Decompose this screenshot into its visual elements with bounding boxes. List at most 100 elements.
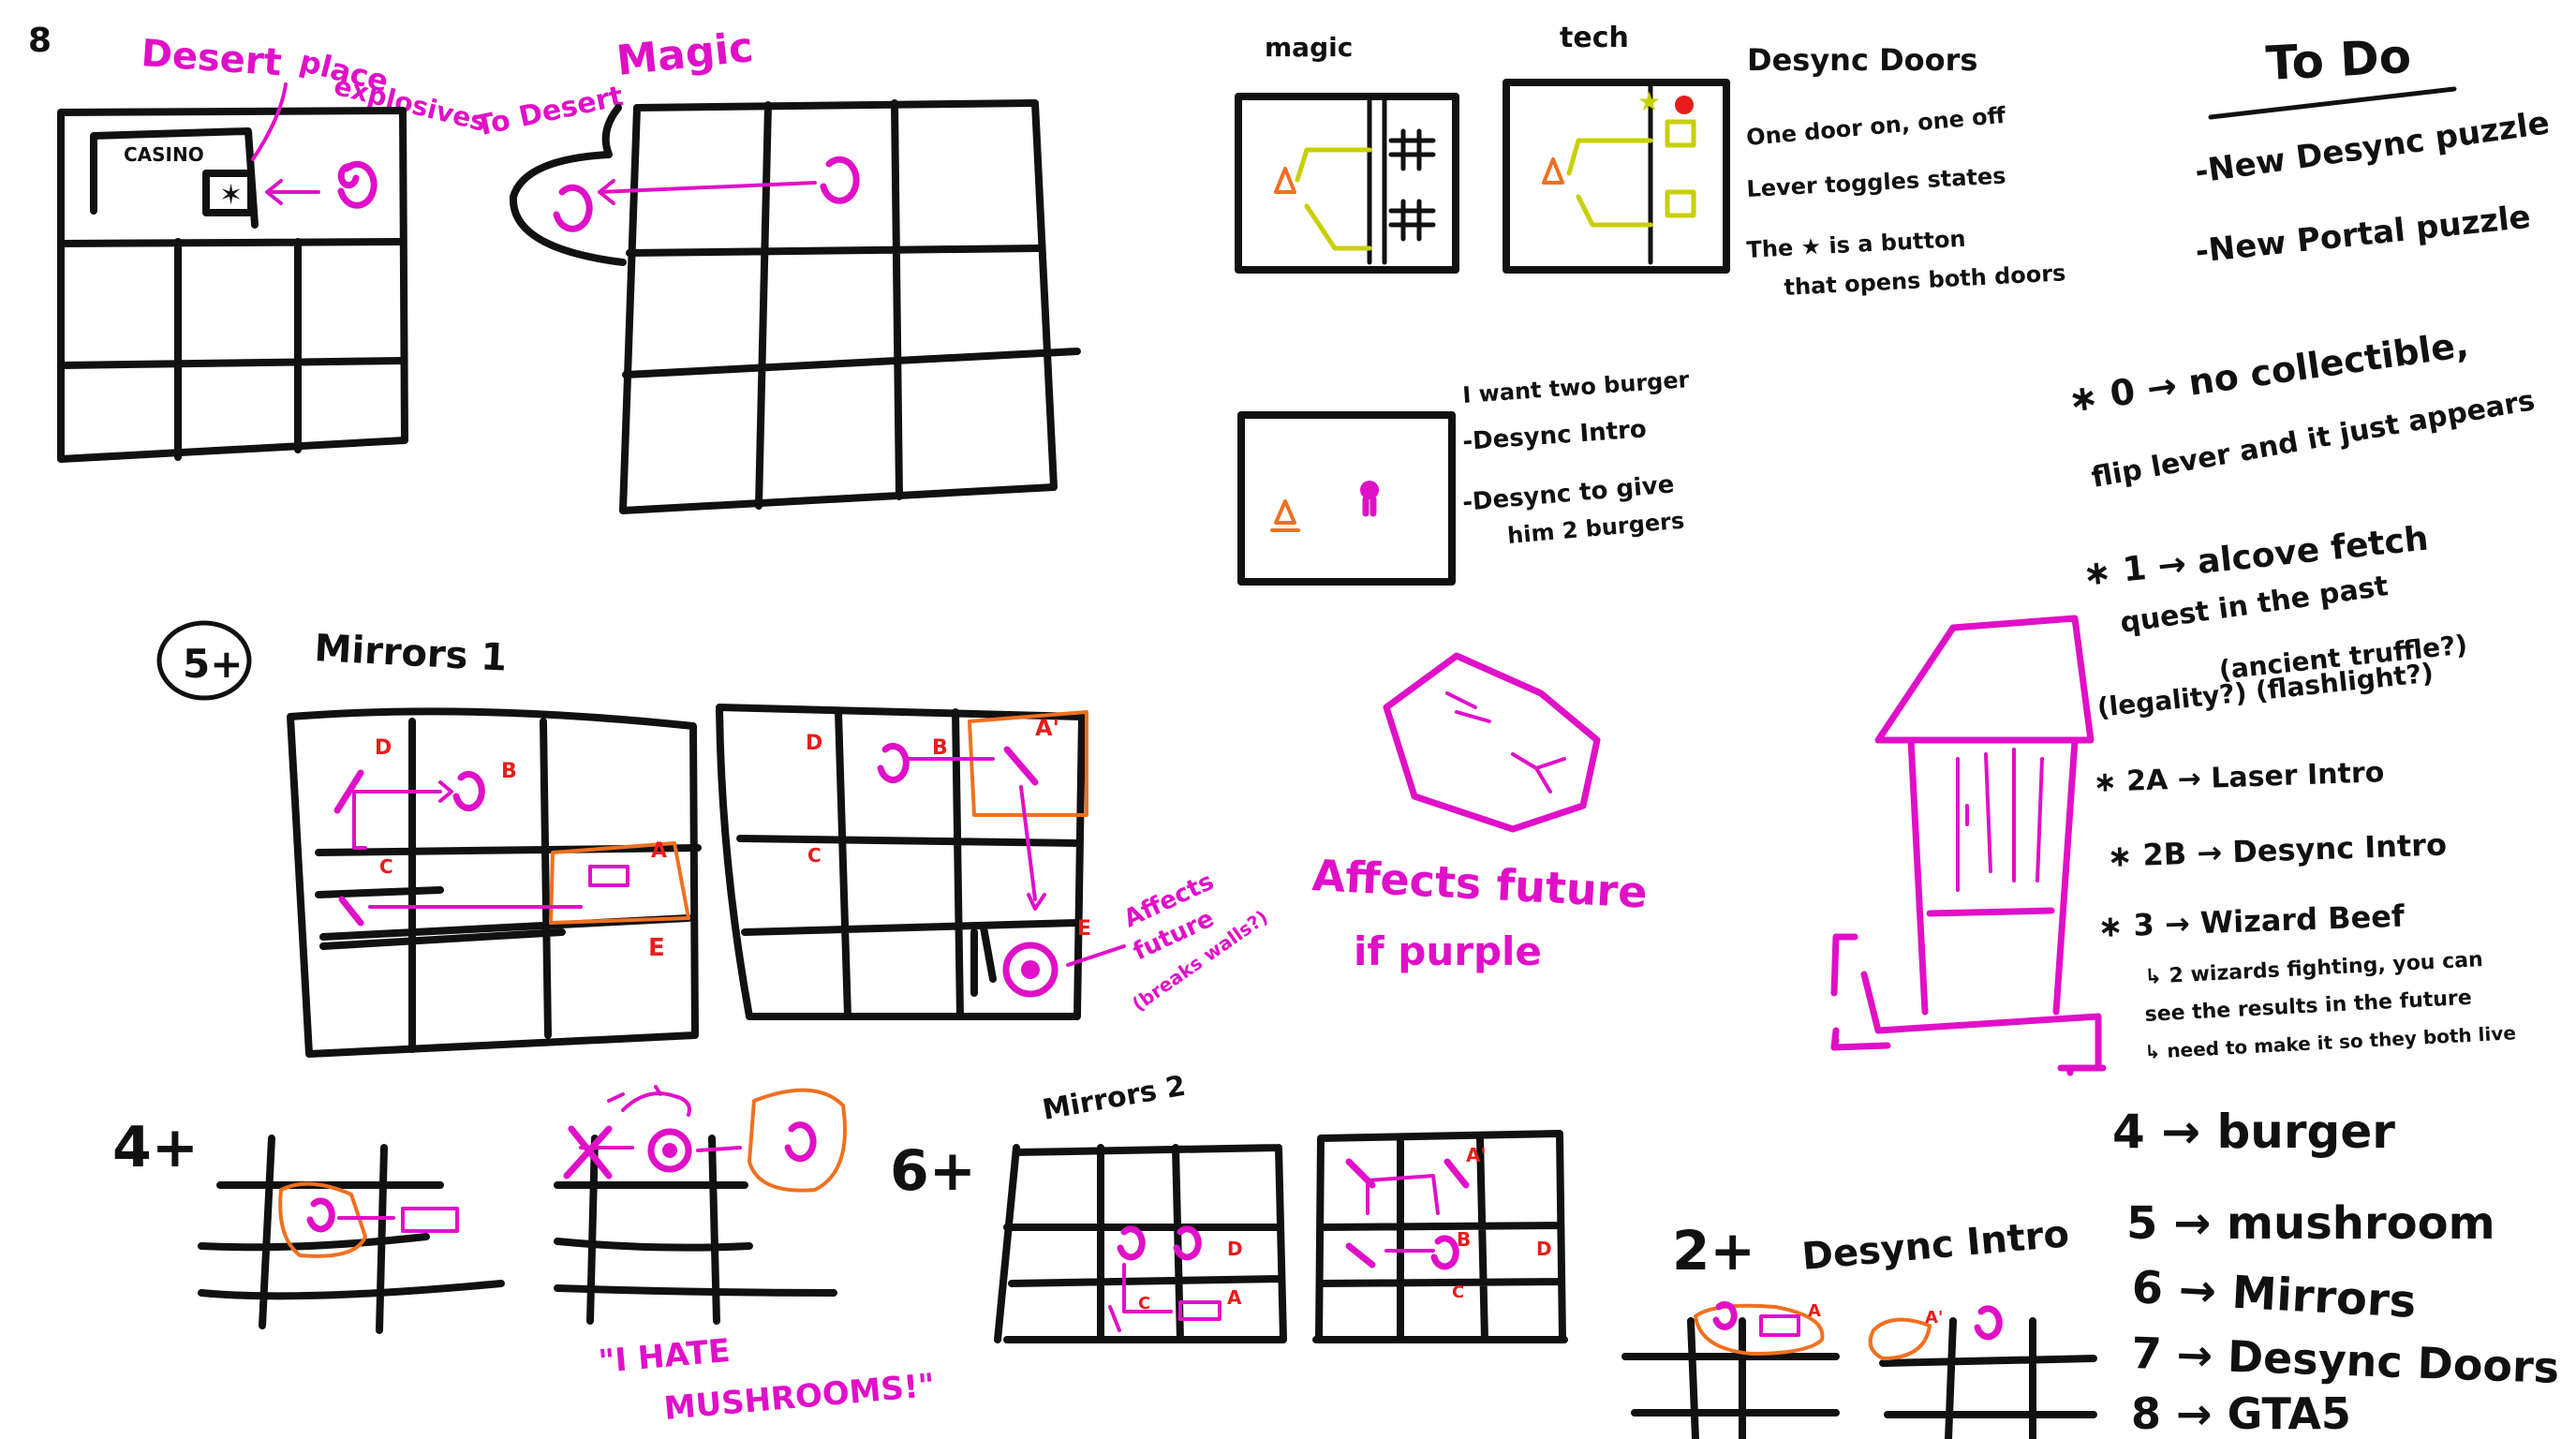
- mushroom-grid-b: [554, 1135, 837, 1325]
- mirrors1-number-circle: [156, 620, 252, 701]
- desync-portal-b-icon: [1974, 1305, 2003, 1341]
- magic-title: Magic: [614, 23, 756, 85]
- desync-grid-a: [1621, 1317, 1840, 1439]
- desync-zone-a: [1694, 1303, 1825, 1356]
- m2-label-a: A: [1227, 1286, 1242, 1309]
- todo-item-2: -New Portal puzzle: [2194, 199, 2533, 271]
- explosives-label: explosives: [331, 70, 489, 138]
- mirrors1-target-center: [1021, 960, 1040, 979]
- desert-grid-lines: [57, 238, 407, 461]
- todo-underline: [2208, 86, 2457, 120]
- mirrors2-section: 6+ Mirrors 2 D C A A' B C D: [890, 1070, 1568, 1343]
- mushroom-quote-2: MUSHROOMS!": [662, 1367, 936, 1428]
- page-number: 8: [28, 22, 52, 60]
- top-left-section: 8 Desert place explosives CASINO ✶ To De…: [28, 22, 1081, 514]
- mirrors1-portal-b-icon: [877, 743, 910, 783]
- crystal-section: Affects future if purple: [1310, 652, 1649, 974]
- place-arrow-line: [251, 82, 288, 161]
- red-button-icon: [1675, 96, 1694, 114]
- doors-bullet-4: that opens both doors: [1784, 260, 2066, 301]
- m1-label-e: E: [648, 934, 665, 962]
- mirrors1-section: 5+ Mirrors 1 D B C A E D B C A' E Affect…: [156, 620, 1272, 1058]
- explosive-spot: [202, 170, 255, 216]
- affects-arrow-line: [1066, 944, 1126, 967]
- laser-emitter-a: [588, 865, 629, 887]
- mirrors1-grid-b-frame: [716, 704, 1086, 1020]
- mushroom-laser-a: [401, 1207, 459, 1233]
- desert-portal-icon: [337, 160, 378, 209]
- burger-panel: [1237, 411, 1456, 586]
- mirrors1-target-icon: [1002, 942, 1059, 998]
- mushroom-x-icon: [563, 1125, 613, 1179]
- laser-arrow-b: [1027, 893, 1046, 911]
- mirrors2-portal-b-icon: [1173, 1225, 1202, 1261]
- desync-label-a: A: [1808, 1301, 1821, 1321]
- note-3c: ↳ need to make it so they both live: [2144, 1021, 2516, 1063]
- magic-door-grate-top: [1388, 128, 1436, 171]
- todo-section: To Do -New Desync puzzle -New Portal puz…: [2193, 29, 2552, 271]
- tech-door-top: [1665, 119, 1696, 148]
- mushroom-portal-a-icon: [306, 1197, 335, 1233]
- notes-section: ∗ 0 → no collectible, flip lever and it …: [2065, 323, 2538, 1063]
- mirror-pieces-a: [333, 769, 364, 927]
- mirrors2-portal-c-icon: [1430, 1235, 1459, 1270]
- magic-door-wires: [1295, 147, 1372, 251]
- magic-door-wall: [1367, 98, 1387, 265]
- pillar-hatching: [1956, 748, 2044, 892]
- crystal-line-1: Affects future: [1310, 850, 1648, 918]
- m1-label-c: C: [379, 855, 393, 878]
- todo-title: To Do: [2265, 29, 2413, 91]
- note-3: ∗ 3 → Wizard Beef: [2097, 898, 2406, 944]
- crystal-line-2: if purple: [1354, 928, 1542, 974]
- desync-intro-section: 2+ Desync Intro A A': [1621, 1212, 2097, 1439]
- mushroom-portal-b-icon: [784, 1121, 817, 1163]
- numbered-item-4: 7 → Desync Doors: [2131, 1328, 2560, 1393]
- mirrors2-number: 6+: [890, 1138, 976, 1204]
- mirrors1-number: 5+: [183, 641, 243, 687]
- mushroom-arrow-c: [696, 1146, 742, 1152]
- note-3b: see the results in the future: [2144, 987, 2472, 1027]
- numbered-item-3: 6 → Mirrors: [2130, 1261, 2417, 1328]
- numbered-item-2: 5 → mushroom: [2126, 1197, 2495, 1250]
- desync-zone-b: [1868, 1317, 1932, 1360]
- explosive-star-icon: ✶: [219, 179, 243, 212]
- m1-label-b2: B: [932, 736, 948, 760]
- pillar-sketch: [1830, 615, 2107, 1076]
- doors-magic-label: magic: [1265, 32, 1353, 63]
- doors-title: Desync Doors: [1747, 42, 1977, 78]
- mirrors1-title: Mirrors 1: [313, 627, 508, 680]
- mirrors2-laser: [1178, 1300, 1221, 1321]
- mirrors1-grid-b-zone: [968, 710, 1088, 817]
- pillar-top: [1874, 615, 2095, 744]
- mirrors1-grid-a-lines: [315, 718, 702, 1053]
- doors-bullet-2: Lever toggles states: [1746, 163, 2006, 202]
- desync-laser-a: [1759, 1314, 1800, 1337]
- magic-bulge: [509, 104, 627, 266]
- magic-arrow-head: [598, 179, 615, 205]
- mirrors2-portal-a-icon: [1117, 1225, 1146, 1261]
- mirrors1-grid-a-frame: [287, 707, 699, 1058]
- burger-section: I want two burger -Desync Intro -Desync …: [1237, 366, 1690, 586]
- yellow-star-icon: ★: [1637, 86, 1661, 117]
- mirror-piece-b: [1003, 746, 1039, 786]
- m1-label-a-prime: A': [1035, 715, 1059, 741]
- mushroom-zone-a: [278, 1181, 367, 1258]
- mushroom-quote-1: "I HATE: [597, 1332, 732, 1381]
- burger-line-2: -Desync Intro: [1461, 415, 1647, 456]
- mirrors2-laser-path-b: [1366, 1174, 1440, 1253]
- m1-label-c2: C: [807, 844, 822, 867]
- magic-lever-icon: [1274, 167, 1296, 194]
- tech-door-wires: [1566, 138, 1653, 228]
- burger-line-4: him 2 burgers: [1506, 508, 1685, 549]
- todo-item-1: -New Desync puzzle: [2193, 104, 2552, 191]
- npc-head-icon: [1360, 481, 1379, 499]
- mushroom-number: 4+: [112, 1115, 199, 1180]
- portal-arrow-head: [265, 179, 283, 205]
- m1-label-e2: E: [1077, 917, 1091, 941]
- pillar-body: [1830, 736, 2102, 1072]
- m2-label-c2: C: [1452, 1283, 1464, 1302]
- desync-doors-section: magic tech ★ Desync Doors One door on, o…: [1235, 22, 2066, 301]
- mushroom-target-icon: [647, 1128, 692, 1173]
- doors-bullet-1: One door on, one off: [1745, 102, 2007, 151]
